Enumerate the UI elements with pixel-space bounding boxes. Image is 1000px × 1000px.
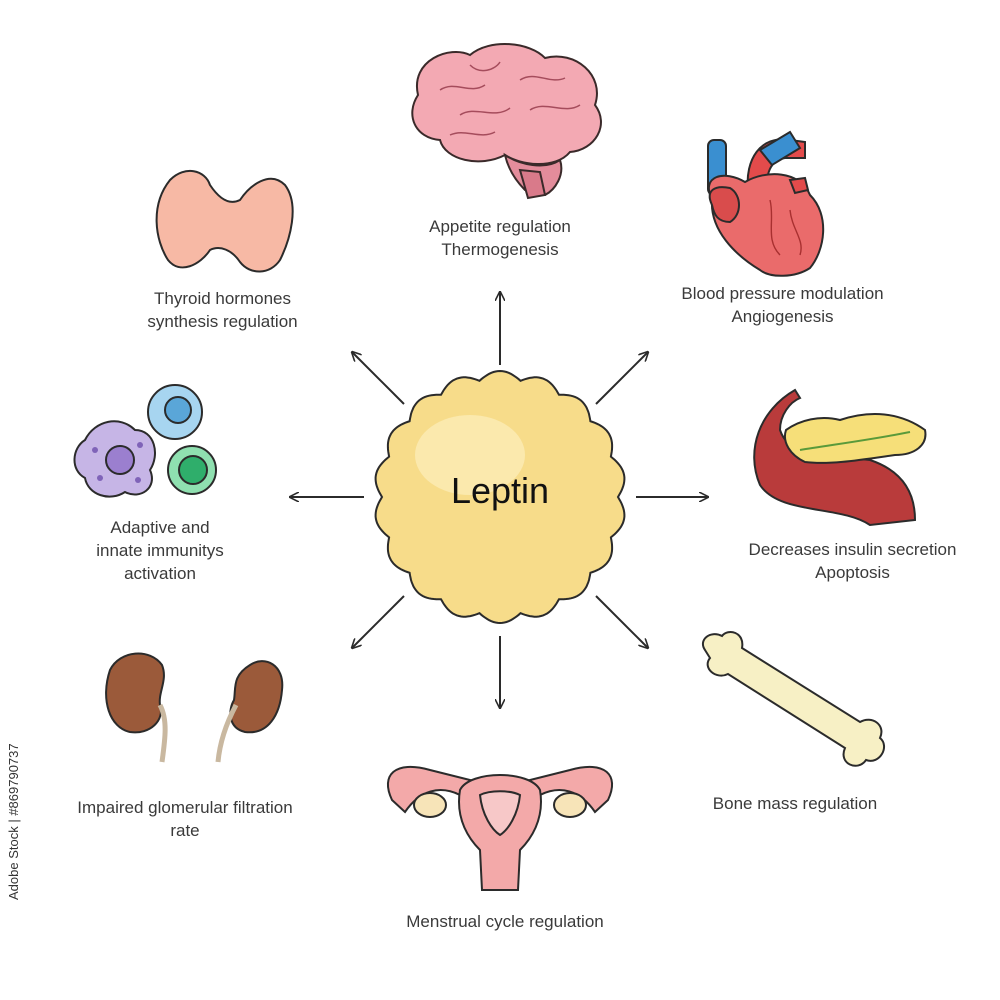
leptin-title: Leptin <box>450 470 550 511</box>
label-immune: Adaptive and innate immunitys activation <box>60 516 260 585</box>
brain-icon <box>411 43 602 200</box>
pancreas-icon <box>753 388 927 527</box>
arrow-up-right <box>595 352 648 405</box>
label-kidney: Impaired glomerular filtration rate <box>40 796 330 842</box>
immune-label-line-1: Adaptive and <box>110 518 210 537</box>
label-pancreas: Decreases insulin secretion Apoptosis <box>715 538 990 584</box>
immune-cells-icon <box>73 384 217 498</box>
pancreas-label-line-1: Decreases insulin secretion <box>748 540 957 559</box>
immune-label-line-3: activation <box>124 564 196 583</box>
arrow-down-left <box>352 595 405 648</box>
label-bone: Bone mass regulation <box>680 792 910 815</box>
label-brain: Appetite regulation Thermogenesis <box>380 215 620 261</box>
bone-icon <box>702 631 885 767</box>
heart-icon <box>707 130 825 277</box>
leptin-cell <box>374 369 626 625</box>
immune-label-line-2: innate immunitys <box>96 541 224 560</box>
thyroid-icon <box>155 170 294 273</box>
heart-label-line-1: Blood pressure modulation <box>681 284 884 303</box>
stock-id: Adobe Stock | #869790737 <box>6 743 21 900</box>
label-uterus: Menstrual cycle regulation <box>370 910 640 933</box>
kidney-label-line-2: rate <box>170 821 200 840</box>
uterus-icon <box>386 765 614 891</box>
brain-label-line-2: Thermogenesis <box>441 240 559 259</box>
arrows <box>290 292 708 708</box>
thyroid-label-line-2: synthesis regulation <box>147 312 298 331</box>
pancreas-label-line-2: Apoptosis <box>815 563 890 582</box>
label-heart: Blood pressure modulation Angiogenesis <box>645 282 920 328</box>
bone-label-line-1: Bone mass regulation <box>712 794 878 813</box>
kidney-icon <box>105 652 284 763</box>
label-thyroid: Thyroid hormones synthesis regulation <box>110 287 335 333</box>
kidney-label-line-1: Impaired glomerular filtration <box>77 798 293 817</box>
thyroid-label-line-1: Thyroid hormones <box>153 289 291 308</box>
uterus-label-line-1: Menstrual cycle regulation <box>406 912 604 931</box>
brain-label-line-1: Appetite regulation <box>429 217 571 236</box>
arrow-up-left <box>352 352 405 405</box>
arrow-down-right <box>595 595 648 648</box>
heart-label-line-2: Angiogenesis <box>731 307 834 326</box>
